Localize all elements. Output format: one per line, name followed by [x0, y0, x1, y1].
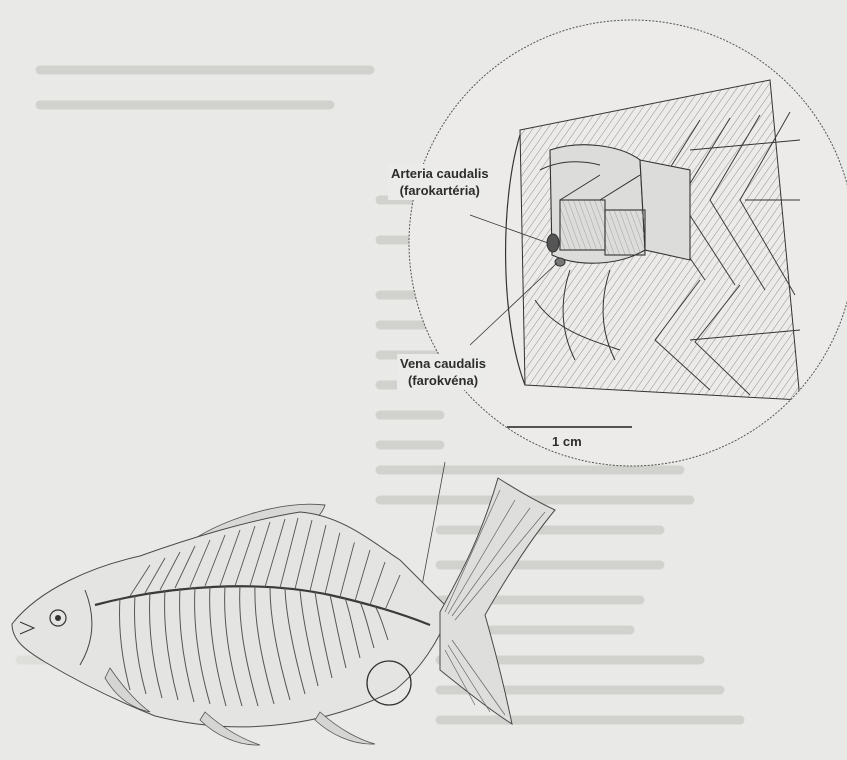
vein-label-latin: Vena caudalis: [400, 355, 486, 372]
artery-label: Arteria caudalis (farokartéria): [388, 164, 492, 200]
artery-label-hungarian: (farokartéria): [391, 182, 489, 199]
magnified-cross-section: [409, 20, 847, 466]
fish-skeleton: [12, 478, 555, 745]
scale-bar-label: 1 cm: [552, 434, 582, 449]
vein-label: Vena caudalis (farokvéna): [397, 354, 489, 390]
artery-label-latin: Arteria caudalis: [391, 165, 489, 182]
vein-label-hungarian: (farokvéna): [400, 372, 486, 389]
